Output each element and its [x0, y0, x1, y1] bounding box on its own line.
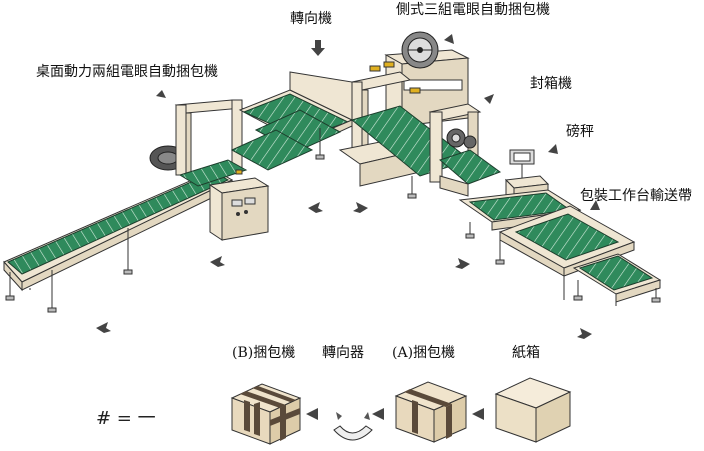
table-strapping-machine [149, 99, 270, 241]
process-arrow-3 [472, 408, 484, 420]
flow-arrows [96, 34, 600, 339]
flow-arrow-2 [210, 256, 225, 267]
carton-sealer [428, 103, 502, 197]
label-table-strapper: 桌面動力兩組電眼自動捆包機 [36, 64, 218, 80]
label-sealer: 封箱機 [530, 76, 572, 92]
label-turner: 轉向機 [290, 11, 332, 27]
flow-arrow-3 [96, 322, 111, 333]
box-a-strapped [394, 381, 468, 443]
process-arrow-2 [372, 408, 384, 420]
process-label-rotator: 轉向器 [322, 345, 364, 361]
process-label-b-strap: (B)捆包機 [232, 345, 295, 361]
process-label-carton: 紙箱 [512, 345, 540, 361]
left-conveyor [3, 169, 234, 313]
flow-arrow-5 [455, 258, 470, 269]
middle-conveyor [230, 71, 354, 171]
flow-arrow-6 [577, 328, 592, 339]
carton-box [494, 377, 572, 443]
label-conveyor: 包裝工作台輸送帶 [580, 188, 692, 204]
label-side-strapper: 側式三組電眼自動捆包機 [396, 2, 550, 18]
turner-pointer [311, 40, 325, 56]
side-strapper-pointer [444, 34, 454, 44]
conveyor-pointer [590, 200, 600, 210]
side-strapping-machine [338, 31, 472, 199]
strap-symbols: # = 一 [96, 408, 156, 429]
label-scale: 磅秤 [566, 123, 594, 140]
flow-arrow-4 [353, 202, 368, 213]
box-b-strapped [230, 383, 302, 445]
process-arrow-1 [306, 408, 318, 420]
sealer-pointer [484, 94, 494, 104]
process-label-a-strap: (A)捆包機 [392, 345, 455, 361]
work-table-conveyor [458, 189, 662, 306]
flow-arrow-1 [308, 202, 323, 213]
table-strapper-pointer [156, 90, 166, 98]
scale-pointer [548, 144, 558, 154]
rotator-icon [333, 412, 373, 441]
